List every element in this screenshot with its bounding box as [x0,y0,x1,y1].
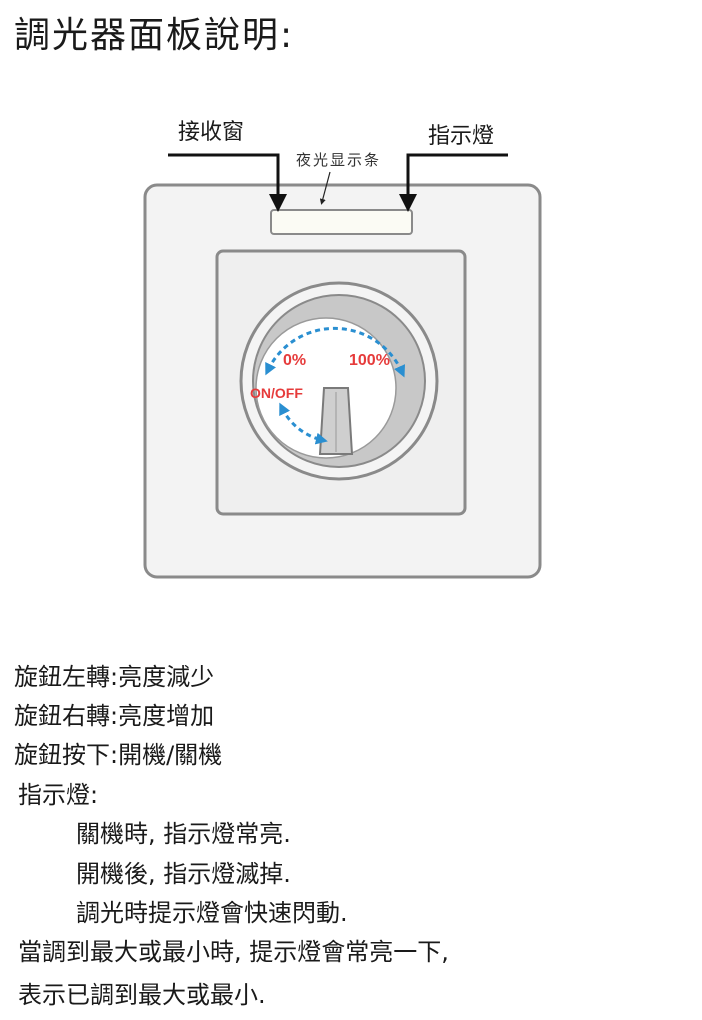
indicator-dimming-text: 調光時提示燈會快速閃動. [76,899,348,927]
press-text: 旋鈕按下:開機/關機 [14,741,223,769]
indicator-off-text: 關機時, 指示燈常亮. [76,820,291,848]
rotate-arc-arrow [265,326,405,378]
indicator-light-label: 指示燈 [428,124,495,149]
night-strip-pointer [319,171,331,205]
press-arc-arrow [279,402,328,445]
night-light-strip [270,209,413,235]
dial-min-label: 0% [283,352,307,369]
page-title: 調光器面板說明: [14,15,295,56]
indicator-on-text: 開機後, 指示燈滅掉. [76,860,291,888]
rotate-right-text: 旋鈕右轉:亮度增加 [14,702,215,730]
indicator-pointer [399,153,508,212]
limit-text-line1: 當調到最大或最小時, 提示燈會常亮一下, [18,938,449,966]
dial-max-label: 100% [349,352,390,369]
indicator-heading: 指示燈: [18,781,99,809]
dimmer-panel-diagram: 接收窗 指示燈 夜光显示条 0% 100% ON/OFF [143,120,542,579]
receiver-pointer [168,153,287,212]
dial-onoff-label: ON/OFF [250,385,303,401]
dimmer-panel-illustration [143,153,542,579]
limit-text-line2: 表示已調到最大或最小. [18,981,266,1009]
night-strip-label: 夜光显示条 [296,151,382,169]
rotate-left-text: 旋鈕左轉:亮度減少 [14,663,215,691]
receiver-window-label: 接收窗 [178,120,245,145]
